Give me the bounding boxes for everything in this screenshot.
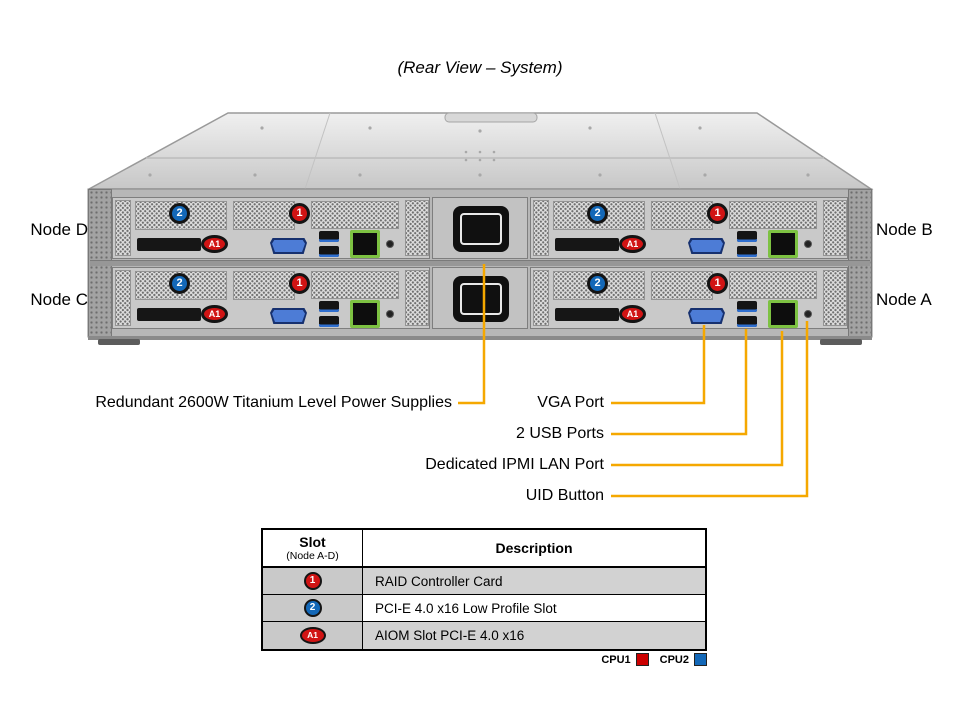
aiom-slot-badge: A1	[619, 305, 646, 323]
vent-grille	[405, 270, 429, 326]
uid-button	[804, 240, 812, 248]
callout-vga-label: VGA Port	[537, 394, 604, 411]
aiom-slot-opening	[555, 238, 619, 251]
table-cell-description: RAID Controller Card	[363, 568, 705, 594]
aiom-slot-opening	[137, 308, 201, 321]
raid-slot-badge: 1	[707, 273, 728, 294]
vent-grille	[823, 270, 847, 326]
chassis-bottom-edge	[88, 336, 872, 340]
vent-grille	[533, 200, 549, 256]
vent-grille	[233, 201, 295, 230]
vent-grille	[115, 270, 131, 326]
vent-grille	[311, 201, 399, 229]
power-inlet	[453, 206, 509, 252]
raid-slot-badge: 1	[707, 203, 728, 224]
slot-description-table: Slot (Node A-D) Description 1 RAID Contr…	[261, 528, 707, 651]
node-tray-node-a: A1 2 1	[530, 267, 848, 329]
row-seam	[90, 260, 870, 266]
table-header-slot: Slot (Node A-D)	[263, 530, 363, 566]
vent-grille	[533, 270, 549, 326]
ipmi-lan-port	[768, 230, 798, 258]
vent-grille	[405, 200, 429, 256]
table-header-row: Slot (Node A-D) Description	[263, 530, 705, 568]
pcie-slot-badge: 2	[587, 203, 608, 224]
raid-slot-badge: 1	[289, 203, 310, 224]
table-row: A1 AIOM Slot PCI-E 4.0 x16	[263, 622, 705, 649]
table-row: 2 PCI-E 4.0 x16 Low Profile Slot	[263, 595, 705, 622]
usb-ports	[737, 231, 757, 258]
vent-grille	[651, 271, 713, 300]
node-label-b: Node B	[876, 220, 933, 239]
aiom-slot-opening	[137, 238, 201, 251]
usb-ports	[319, 231, 339, 258]
aiom-slot-opening	[555, 308, 619, 321]
table-header-description: Description	[495, 540, 573, 556]
aiom-slot-badge: A1	[201, 235, 228, 253]
vent-grille	[823, 200, 847, 256]
callout-psu-label: Redundant 2600W Titanium Level Power Sup…	[95, 394, 452, 411]
vga-port	[688, 238, 725, 254]
chassis-foot-right	[820, 339, 862, 345]
node-label-a: Node A	[876, 290, 932, 309]
vent-grille	[115, 200, 131, 256]
cpu-legend: CPU1 CPU2	[261, 653, 707, 666]
chassis-foot-left	[98, 339, 140, 345]
table-cell-description: PCI-E 4.0 x16 Low Profile Slot	[363, 595, 705, 621]
uid-button	[804, 310, 812, 318]
vent-grille	[311, 271, 399, 299]
cpu1-color-swatch	[635, 653, 649, 666]
raid-slot-badge: 1	[303, 572, 322, 590]
vga-port	[270, 238, 307, 254]
node-tray-node-b: A1 2 1	[530, 197, 848, 259]
aiom-slot-badge: A1	[299, 627, 326, 644]
vent-grille	[729, 201, 817, 229]
ipmi-lan-port	[350, 230, 380, 258]
cpu2-label: CPU2	[659, 653, 689, 666]
vga-port	[688, 308, 725, 324]
callout-uid-label: UID Button	[525, 487, 604, 504]
vent-grille	[729, 271, 817, 299]
raid-slot-badge: 1	[289, 273, 310, 294]
ipmi-lan-port	[768, 300, 798, 328]
table-cell-description: AIOM Slot PCI-E 4.0 x16	[363, 622, 705, 649]
page-title: (Rear View – System)	[397, 58, 563, 77]
vent-grille	[651, 201, 713, 230]
pcie-slot-badge: 2	[169, 273, 190, 294]
pcie-slot-badge: 2	[587, 273, 608, 294]
callout-usb-label: 2 USB Ports	[515, 425, 604, 442]
uid-button	[386, 310, 394, 318]
pcie-slot-badge: 2	[303, 599, 322, 617]
node-label-c: Node C	[30, 290, 88, 309]
aiom-slot-badge: A1	[619, 235, 646, 253]
usb-ports	[737, 301, 757, 328]
node-tray-node-c: A1 2 1	[112, 267, 430, 329]
node-tray-node-d: A1 2 1	[112, 197, 430, 259]
vga-port	[270, 308, 307, 324]
cpu1-label: CPU1	[601, 653, 631, 666]
vent-grille	[233, 271, 295, 300]
node-label-d: Node D	[30, 220, 88, 239]
callout-ipmi-label: Dedicated IPMI LAN Port	[425, 456, 604, 473]
uid-button	[386, 240, 394, 248]
usb-ports	[319, 301, 339, 328]
table-row: 1 RAID Controller Card	[263, 568, 705, 595]
aiom-slot-badge: A1	[201, 305, 228, 323]
power-supply-top	[432, 197, 528, 259]
pcie-slot-badge: 2	[169, 203, 190, 224]
cpu2-color-swatch	[694, 653, 707, 666]
ipmi-lan-port	[350, 300, 380, 328]
